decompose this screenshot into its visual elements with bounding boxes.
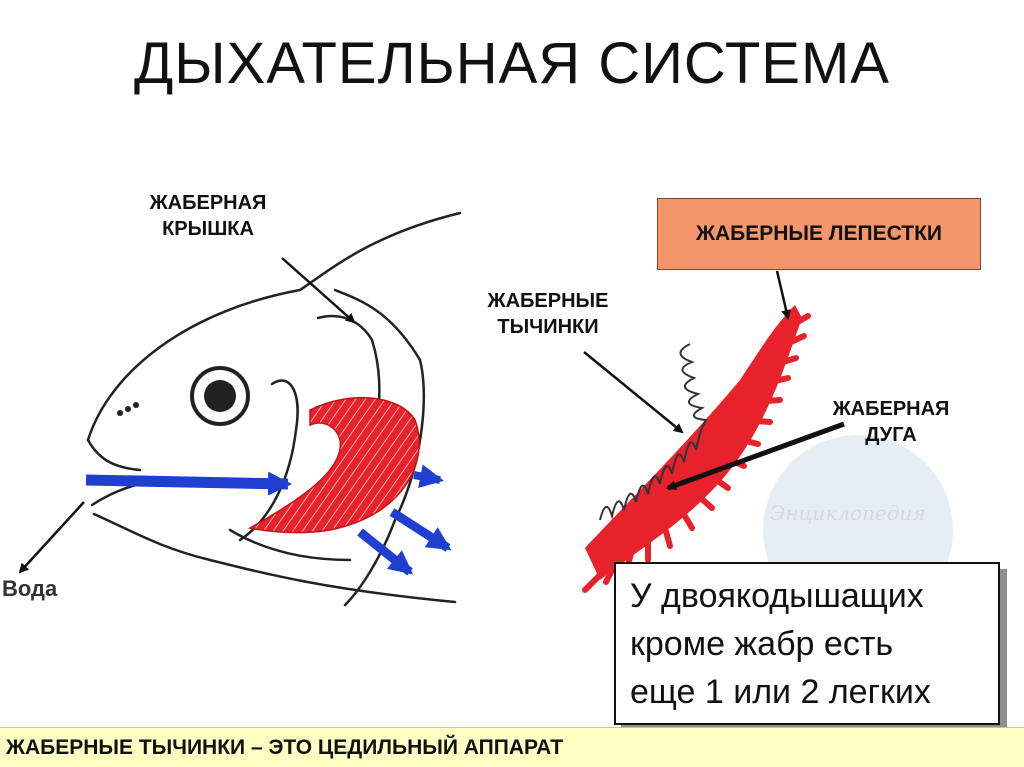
slide-title: ДЫХАТЕЛЬНАЯ СИСТЕМА [134,31,890,96]
nostrils-icon [117,402,139,416]
water-label: Вода [2,576,58,601]
gill-rakers [599,343,708,521]
pointer-arrows [18,257,792,574]
gill-filaments-label: ЖАБЕРНЫЕ ЛЕПЕСТКИ [657,198,981,270]
lungfish-note: У двоякодышащих кроме жабр есть еще 1 ил… [614,562,1000,725]
footer-bar: ЖАБЕРНЫЕ ТЫЧИНКИ – ЭТО ЦЕДИЛЬНЫЙ АППАРАТ [0,727,1024,767]
eye-icon [190,366,250,426]
svg-text:Энциклопедия: Энциклопедия [770,501,926,525]
fish-gills [247,396,420,534]
arch-pointer-arrow [666,421,845,491]
water-arrows [85,464,452,576]
